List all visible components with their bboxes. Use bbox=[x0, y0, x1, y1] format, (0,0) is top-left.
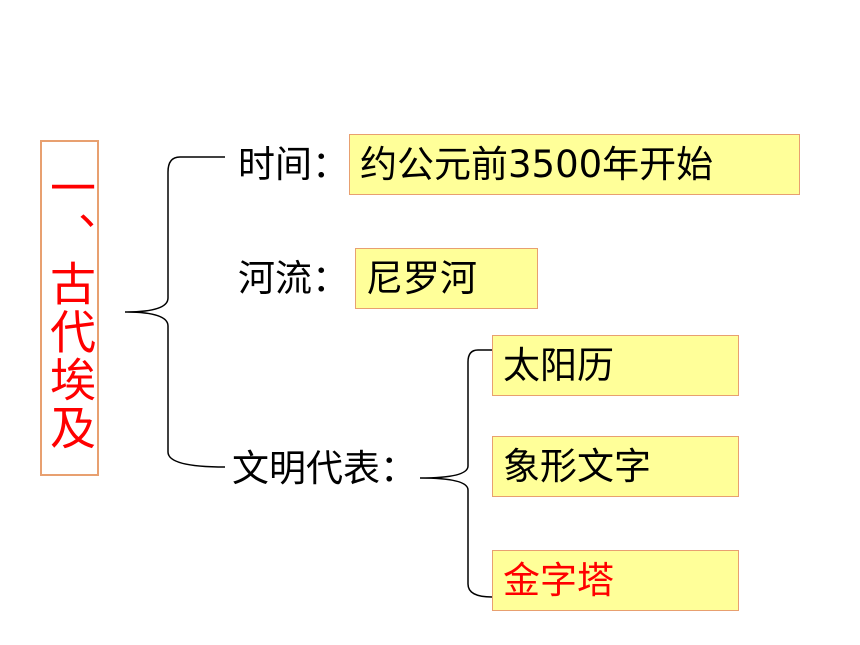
river-value-box: 尼罗河 bbox=[355, 248, 538, 309]
civilization-item-hieroglyphs: 象形文字 bbox=[492, 436, 739, 497]
civilization-item-calendar: 太阳历 bbox=[492, 335, 739, 396]
civilization-label: 文明代表： bbox=[232, 447, 417, 490]
title-box: 一、古代埃及 bbox=[40, 140, 99, 476]
civilization-brace bbox=[419, 349, 493, 598]
main-brace bbox=[124, 156, 226, 468]
time-label: 时间： bbox=[238, 143, 349, 186]
title-text: 一、古代埃及 bbox=[43, 164, 97, 452]
time-value-box: 约公元前3500年开始 bbox=[349, 134, 800, 195]
river-label: 河流： bbox=[238, 257, 349, 300]
civilization-item-pyramid: 金字塔 bbox=[492, 550, 739, 611]
